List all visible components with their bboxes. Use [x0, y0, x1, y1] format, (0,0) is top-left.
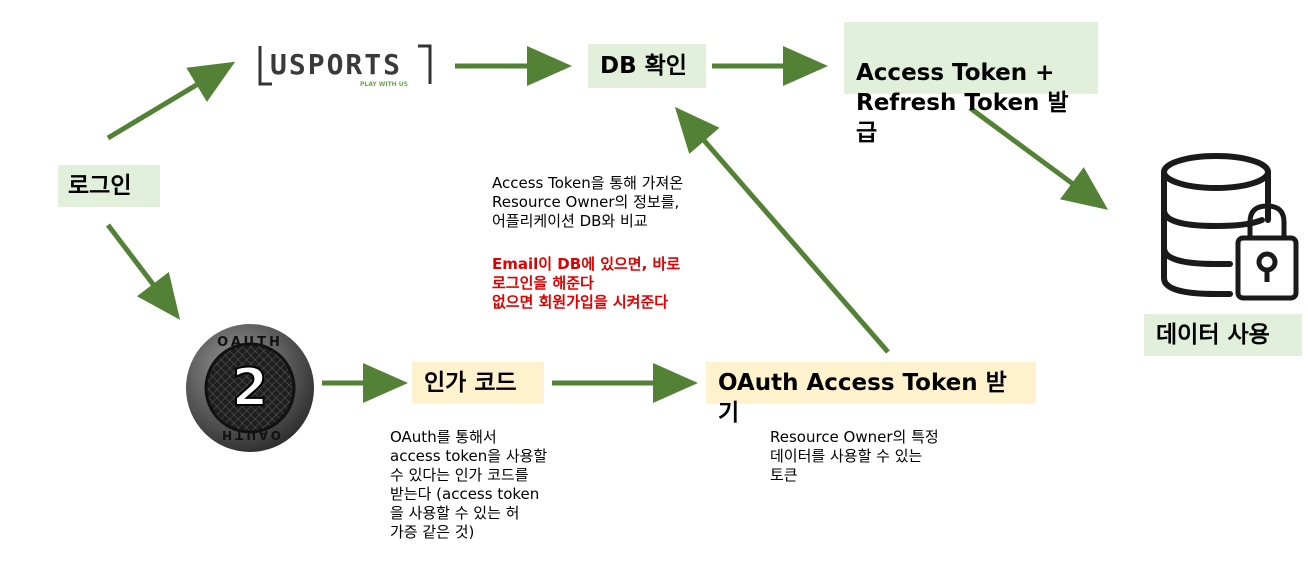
usports-tagline: PLAY WITH US	[360, 81, 408, 88]
oauth2-logo-icon: OAUTH 2 OAUTH	[186, 324, 314, 452]
arrow-login-to-usports	[106, 61, 236, 141]
token-issue-label: Access Token + Refresh Token 발급	[856, 60, 1069, 146]
oauth-access-token-label: OAuth Access Token 받기	[718, 370, 1007, 426]
arrow-token-to-data	[968, 105, 1109, 210]
token-description: Resource Owner의 특정 데이터를 사용할 수 있는 토큰	[770, 428, 939, 484]
login-label: 로그인	[68, 173, 132, 199]
oauth-logo-top-text: OAUTH	[217, 335, 283, 350]
data-use-node: 데이터 사용	[1144, 314, 1302, 356]
oauth-access-token-node: OAuth Access Token 받기	[706, 362, 1036, 426]
token-issue-node: Access Token + Refresh Token 발급	[844, 22, 1098, 146]
db-check-node: DB 확인	[588, 44, 706, 88]
data-use-label: 데이터 사용	[1156, 322, 1270, 348]
oauth-logo-number: 2	[232, 358, 268, 418]
auth-code-description: OAuth를 통해서 access token을 사용할 수 있다는 인가 코드…	[390, 428, 548, 541]
login-rule-note: Email이 DB에 있으면, 바로 로그인을 해준다 없으면 회원가입을 시켜…	[492, 255, 681, 311]
usports-logo: USPORTS PLAY WITH US	[258, 42, 433, 92]
db-check-label: DB 확인	[600, 53, 687, 79]
login-node: 로그인	[58, 165, 160, 207]
usports-logo-frame	[258, 44, 432, 86]
compare-note: Access Token을 통해 가져온 Resource Owner의 정보를…	[492, 174, 684, 230]
auth-code-label: 인가 코드	[424, 370, 517, 396]
arrow-login-to-oauth	[106, 223, 181, 320]
auth-code-node: 인가 코드	[412, 362, 544, 404]
database-lock-icon	[1161, 153, 1299, 301]
oauth-logo-bottom-text: OAUTH	[219, 428, 281, 442]
arrow-token-to-db	[674, 106, 890, 354]
usports-logo-text: USPORTS	[270, 48, 403, 81]
